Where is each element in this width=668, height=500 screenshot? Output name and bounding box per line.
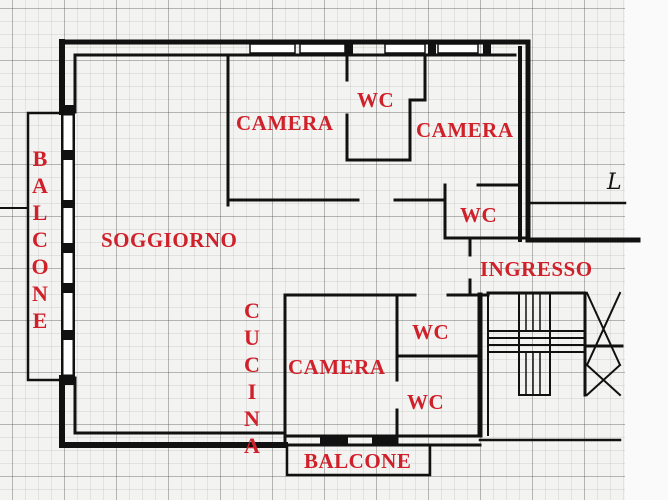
room-label-camera-2: CAMERA: [416, 118, 514, 142]
room-label-camera-3: CAMERA: [288, 355, 386, 379]
room-label-wc-4: WC: [407, 390, 445, 414]
room-label-wc-2: WC: [460, 203, 498, 227]
room-label-balcone-left: BALCONE: [31, 146, 49, 333]
room-label-cucina: CUCINA: [244, 298, 260, 458]
room-label-camera-1: CAMERA: [236, 111, 334, 135]
room-label-wc-3: WC: [412, 320, 450, 344]
page-margin: [625, 0, 668, 500]
room-label-ingresso: INGRESSO: [480, 257, 593, 281]
room-label-balcone-bottom: BALCONE: [304, 449, 412, 473]
handwritten-mark: L: [607, 170, 622, 195]
room-label-wc-1: WC: [357, 88, 395, 112]
room-label-soggiorno: SOGGIORNO: [101, 228, 238, 252]
